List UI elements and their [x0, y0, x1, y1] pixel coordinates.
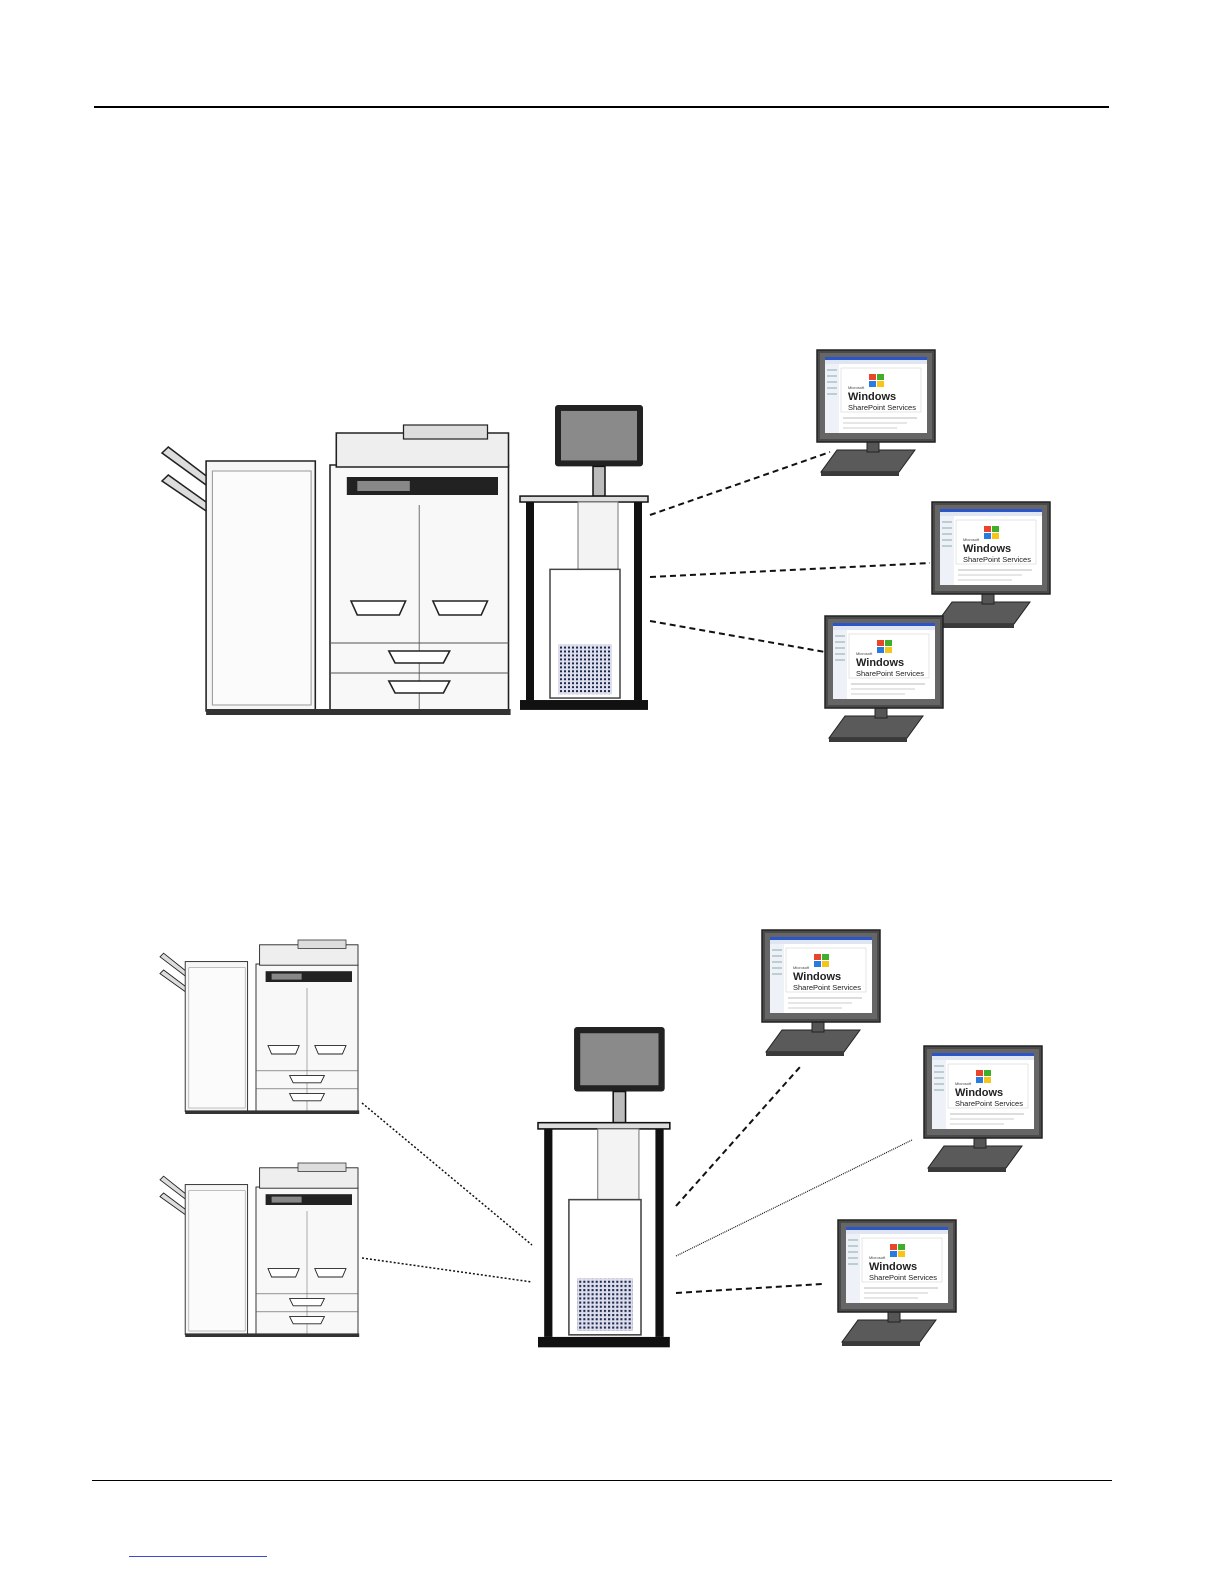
- mfp-bottom-1: [160, 940, 359, 1114]
- client-monitor-bottom-1: [762, 930, 880, 1056]
- mfp-top: [162, 425, 511, 715]
- client-monitor-bottom-3: [838, 1220, 956, 1346]
- client-monitor-top-3: [825, 616, 943, 742]
- server-kiosk-bottom: [538, 1027, 670, 1347]
- mfp-bottom-2: [160, 1163, 359, 1337]
- server-kiosk-top: [520, 405, 648, 710]
- client-monitor-top-2: [932, 502, 1050, 628]
- client-monitor-top-1: [817, 350, 935, 476]
- client-monitor-bottom-2: [924, 1046, 1042, 1172]
